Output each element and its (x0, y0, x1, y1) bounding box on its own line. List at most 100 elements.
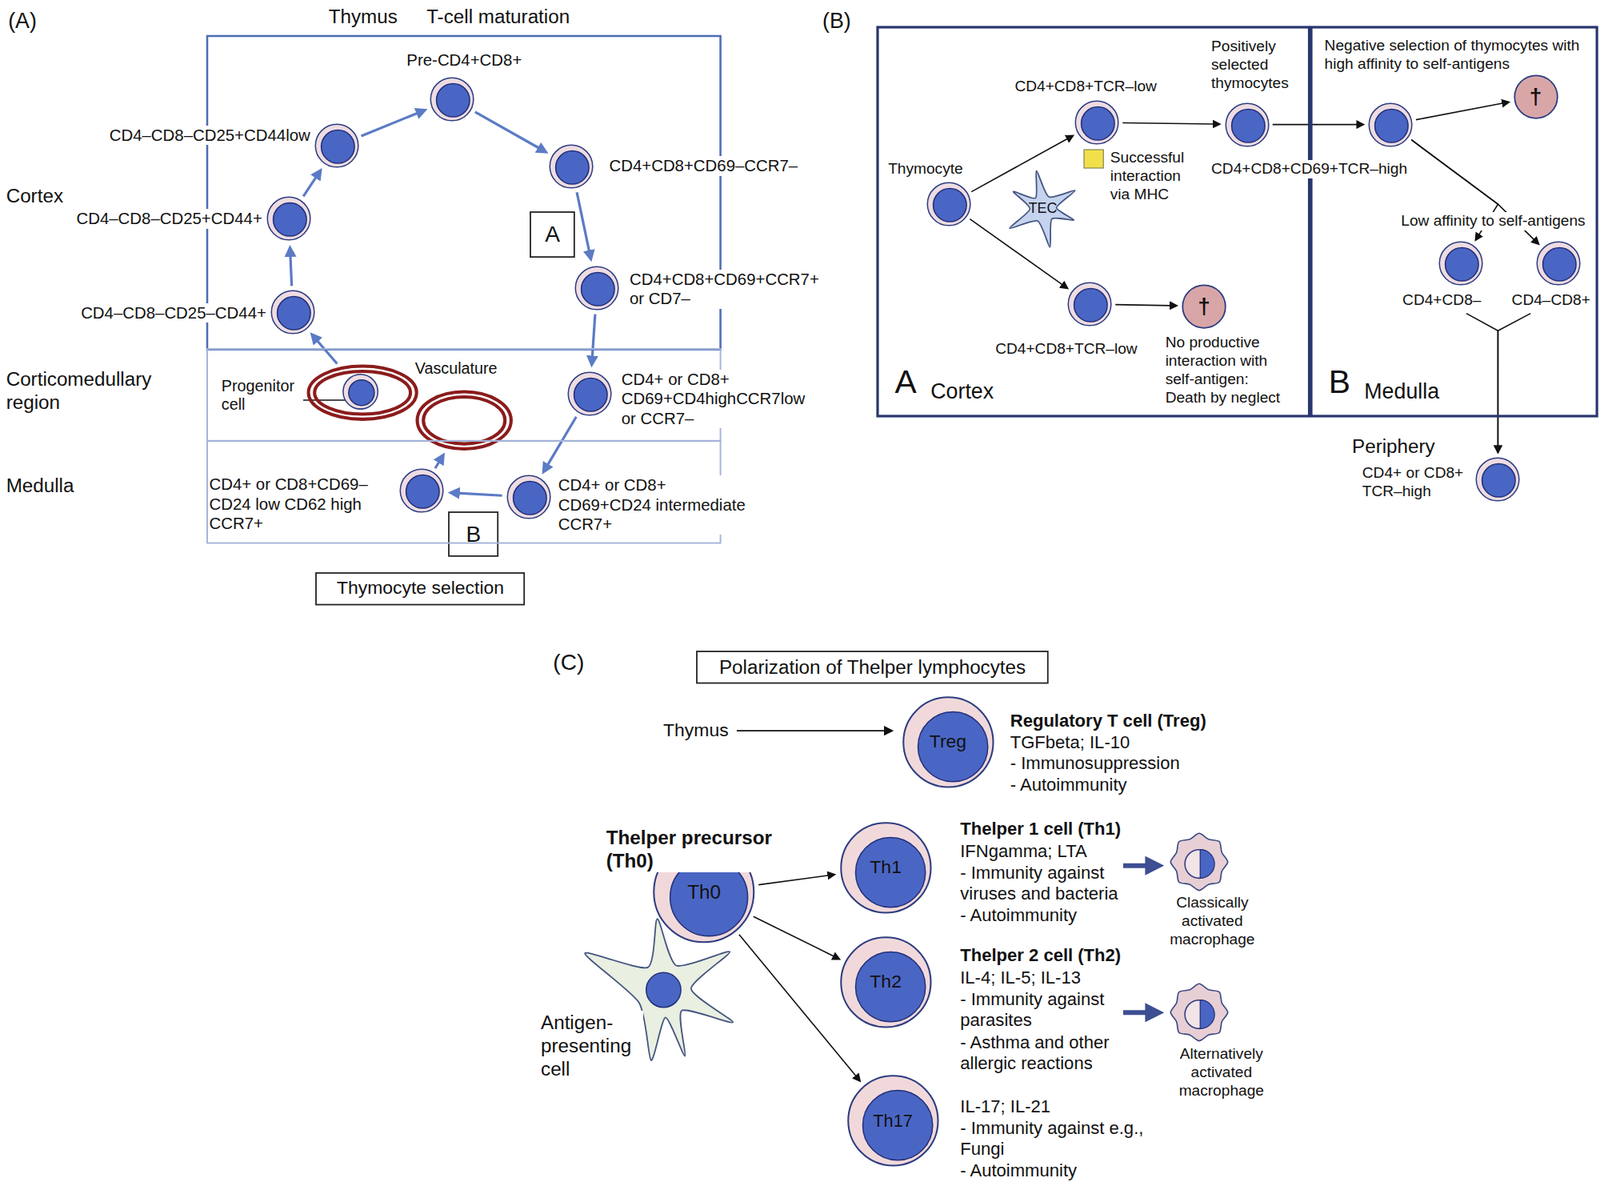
node-text: - Autoimmunity (960, 904, 1077, 926)
cell-nucleus (556, 150, 590, 184)
connector-arrow (290, 254, 292, 286)
thymocyte-cell-outline (574, 265, 620, 311)
thymocyte-cell: CD4+ or CD8+ CD69+CD4highCCR7low or CCR7… (567, 371, 612, 416)
connector-arrow (1466, 313, 1499, 448)
cell-nucleus (645, 972, 680, 1008)
node-text: Cortex (6, 184, 64, 208)
cell-nucleus (933, 188, 968, 223)
thymocyte-cell: CD4+CD8+CD69+CCR7+ or CD7– (574, 265, 620, 311)
connector-arrow (971, 138, 1068, 192)
thymocyte-cell-outline (270, 289, 316, 335)
cell-nucleus (436, 83, 471, 117)
dead-cell-body (1514, 75, 1558, 119)
node-text: CD4–CD8–CD25+CD44low (109, 125, 311, 145)
step-box: A (530, 212, 575, 257)
node-text: Pre-CD4+CD8+ (406, 50, 522, 70)
free-label: Low affinity to self-antigens (1400, 212, 1585, 231)
cell-membrane (549, 144, 593, 188)
vessel-ring (314, 371, 411, 415)
thymocyte-cell: Thymocyte (926, 181, 972, 227)
cell-nucleus (581, 272, 616, 306)
node-text: - Autoimmunity (960, 1160, 1077, 1181)
free-label: T-cell maturation (426, 4, 570, 28)
cell-membrane (903, 696, 993, 787)
node-text: Thymocyte selection (336, 577, 504, 600)
connector-arrow (592, 314, 596, 359)
node-text: † (1197, 292, 1211, 320)
cell-membrane (1068, 282, 1112, 326)
cell-membrane (568, 372, 612, 416)
free-label: Successful interaction via MHC (1110, 148, 1196, 204)
macrophage-outline (1169, 982, 1229, 1042)
thymocyte-cell: CD4+CD8+TCR–low (1067, 281, 1112, 327)
cell-membrane (1075, 100, 1119, 144)
node-text: Thelper precursor (Th0) (606, 825, 788, 872)
cell-membrane (840, 936, 931, 1027)
cell-nucleus (1081, 107, 1116, 141)
cell-membrane (267, 196, 311, 240)
node-text: CD4–CD8+ (1512, 291, 1591, 310)
title-box: Polarization of Thelper lymphocytes (696, 651, 1048, 684)
connector-arrow (457, 492, 503, 496)
region-border (1311, 27, 1597, 416)
node-text: CD4+CD8+TCR–low (995, 340, 1138, 359)
node-text: IL-17; IL-21 (960, 1096, 1051, 1117)
cell-body (1009, 171, 1076, 248)
node-text: CD4+CD8+CD69–CCR7– (608, 156, 798, 176)
antigen-presenting-cell: Antigen- presenting cell (576, 908, 751, 1072)
thymocyte-cell: Negative selection of thymocytes with hi… (1368, 102, 1413, 148)
dead-cell: † (1513, 74, 1559, 120)
thymocyte-cell: Pre-CD4+CD8+ (429, 76, 475, 122)
cell-nucleus (405, 475, 440, 509)
free-label: Thymus (328, 4, 398, 28)
connector-arrow (1497, 313, 1531, 448)
macrophage-nucleus (1200, 1000, 1215, 1029)
node-text: Corticomedullary region (6, 367, 175, 414)
t-cell-big: Th17IL-17; IL-21- Immunity against e.g.,… (847, 1074, 940, 1167)
cell-nucleus (1482, 464, 1516, 498)
t-cell-big: Th1Thelper 1 cell (Th1)IFNgamma; LTA- Im… (840, 821, 932, 914)
free-label: CD4+CD8+CD69+TCR–high (1211, 160, 1408, 179)
t-cell-big: TregRegulatory T cell (Treg)TGFbeta; IL-… (902, 696, 995, 788)
cell-membrane (271, 291, 315, 335)
cell-nucleus (348, 380, 374, 406)
thymocyte-cell: Positively selected thymocytes (1224, 102, 1270, 148)
connector-arrow (753, 916, 836, 956)
cell-nucleus (1445, 248, 1480, 282)
node-text: Vasculature (415, 359, 498, 379)
panel-frame: ThymocyteCD4+CD8+TCR–lowTECCD4+CD8+TCR–l… (877, 27, 1310, 416)
thymocyte-cell: CD4–CD8–CD25–CD44+ (270, 289, 316, 335)
cell-membrane (575, 266, 619, 310)
cell-membrane (848, 1075, 938, 1165)
node-text: - Immunity against e.g., Fungi (960, 1117, 1154, 1160)
connector-arrow (576, 192, 590, 252)
node-text: Antigen- presenting cell (540, 1010, 644, 1080)
macrophage-body (1170, 832, 1228, 890)
free-label: (B) (822, 8, 852, 34)
node-text: CD4+CD8– (1402, 291, 1481, 310)
node-text: Progenitor cell (221, 376, 304, 415)
node-text: CD4+ or CD8+ CD69+CD4highCCR7low or CCR7… (621, 369, 816, 428)
thymocyte-cell: CD4+ or CD8+CD69– CD24 low CD62 high CCR… (399, 468, 444, 513)
thymocyte-cell: CD4–CD8–CD25+CD44low (314, 123, 360, 168)
t-cell-outline (1475, 456, 1520, 502)
cell-nucleus (1375, 108, 1409, 143)
connector-arrow (361, 112, 420, 136)
thymocyte-cell: CD4+CD8+TCR–low (1074, 100, 1120, 145)
macrophage: Classically activated macrophage (1169, 832, 1229, 892)
cell-membrane (430, 77, 474, 121)
node-text: † (1529, 83, 1543, 111)
thymocyte-cell: CD4+CD8– (1438, 240, 1484, 286)
node-text: Treg (929, 731, 967, 754)
cell-membrane (840, 822, 931, 912)
macrophage: Alternatively activated macrophage (1169, 982, 1229, 1042)
connector-arrow (475, 112, 540, 149)
node-text: TGFbeta; IL-10 (1010, 732, 1131, 753)
node-text: B (465, 520, 481, 548)
node-text: CD4+ or CD8+ CD69+CD24 intermediate CCR7… (558, 475, 752, 534)
connector-arrow (1272, 124, 1359, 126)
cell-nucleus (272, 202, 307, 236)
cell-nucleus (1074, 288, 1108, 323)
region-band: Progenitor cell VasculatureCD4+ or CD8+ C… (207, 348, 721, 441)
